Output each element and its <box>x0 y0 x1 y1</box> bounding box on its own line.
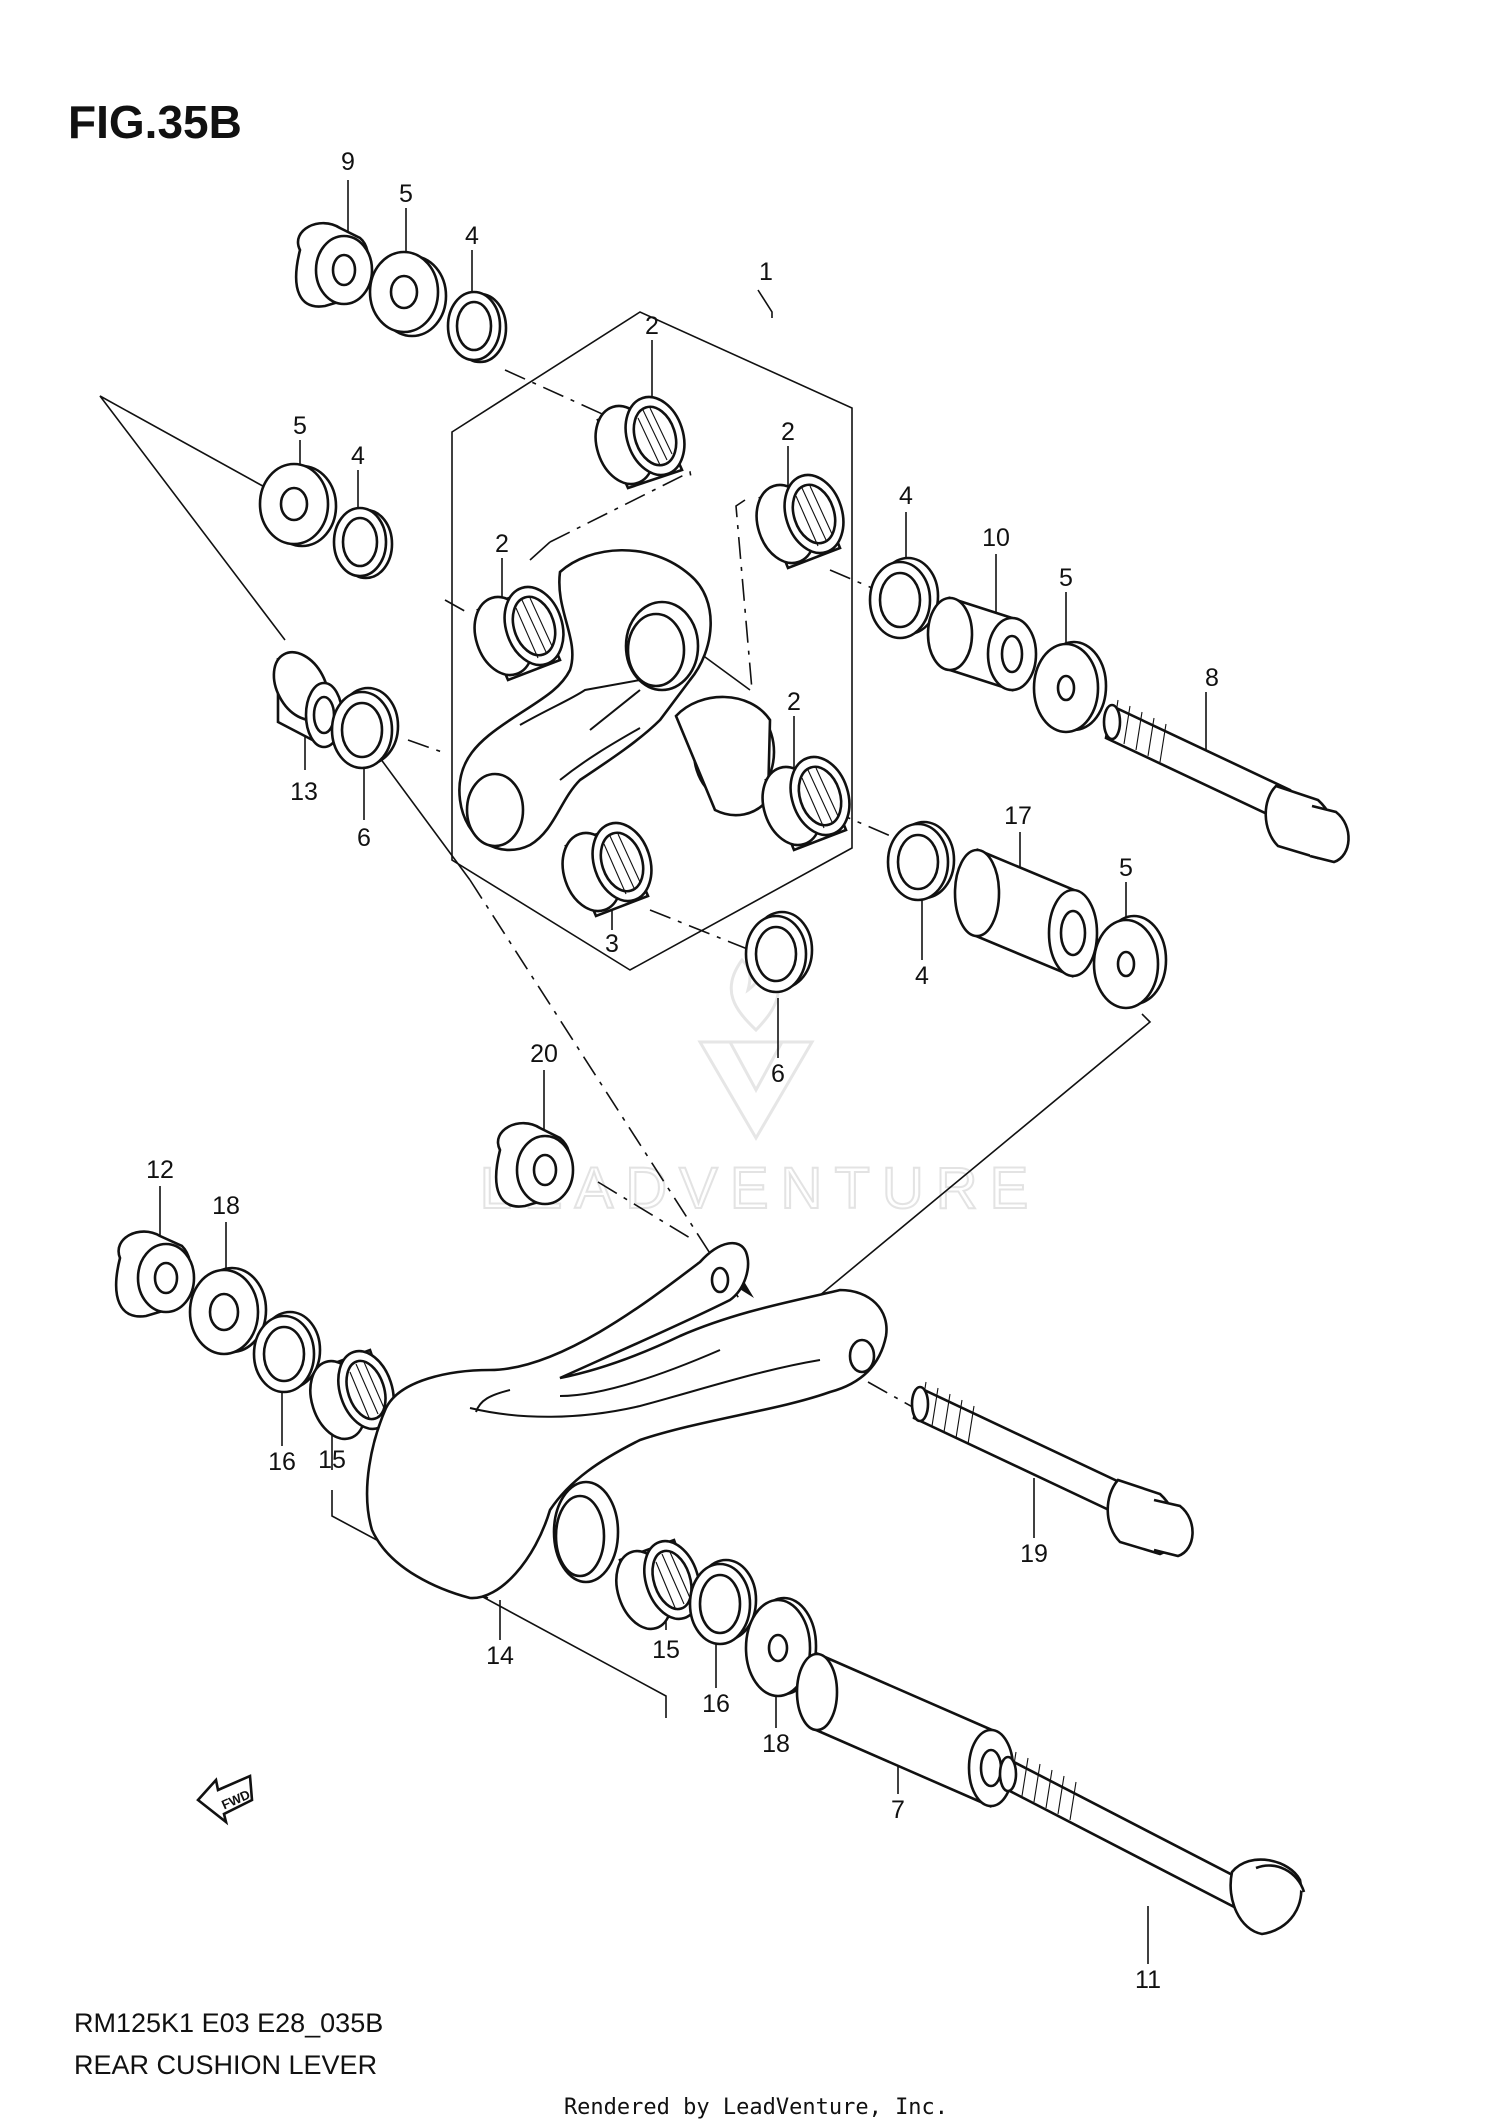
callout-20: 20 <box>530 1040 558 1068</box>
washer-5-top <box>368 250 448 338</box>
callout-15-right: 15 <box>652 1636 680 1664</box>
seal-6-center <box>744 910 814 994</box>
bearing-15-left <box>309 1348 395 1441</box>
bearing-2-top <box>594 395 686 490</box>
callout-8: 8 <box>1205 664 1219 692</box>
cushion-rod-1 <box>458 549 776 852</box>
bearing-2-right-top <box>755 473 845 570</box>
callout-1: 1 <box>759 258 773 286</box>
bolt-11 <box>998 1751 1306 1936</box>
callout-3: 3 <box>605 930 619 958</box>
callout-2-right-top: 2 <box>781 418 795 446</box>
assembly-box-1 <box>451 311 853 971</box>
spacer-7 <box>795 1652 1015 1808</box>
flange-nut-20 <box>494 1121 575 1208</box>
callout-7: 7 <box>891 1796 905 1824</box>
callout-2-right-lower: 2 <box>787 688 801 716</box>
callout-4-left: 4 <box>351 442 365 470</box>
model-code: RM125K1 E03 E28_035B <box>74 2008 383 2038</box>
callout-4-right-top: 4 <box>899 482 913 510</box>
washer-5-right-top <box>1032 640 1108 734</box>
spacer-10 <box>926 596 1038 692</box>
callout-9: 9 <box>341 148 355 176</box>
callout-5-right-top: 5 <box>1059 564 1073 592</box>
callout-16-left: 16 <box>268 1448 296 1476</box>
callout-16-right: 16 <box>702 1690 730 1718</box>
callout-2-top: 2 <box>645 312 659 340</box>
spacer-17 <box>953 848 1099 978</box>
seal-4-left <box>332 506 394 580</box>
callout-18-left: 18 <box>212 1192 240 1220</box>
callout-11: 11 <box>1135 1966 1161 1994</box>
callout-10: 10 <box>982 524 1010 552</box>
seal-4-right-top <box>868 556 940 640</box>
seal-4-right-lower <box>886 820 956 902</box>
flange-nut-9 <box>294 221 374 308</box>
seal-6-left <box>330 686 400 770</box>
callout-5-right-lower: 5 <box>1119 854 1133 882</box>
callout-5-top: 5 <box>399 180 413 208</box>
diagram-caption: REAR CUSHION LEVER <box>74 2050 377 2080</box>
callout-2-left: 2 <box>495 530 509 558</box>
washer-5-left <box>258 462 338 548</box>
callout-13: 13 <box>290 778 318 806</box>
callout-6-center: 6 <box>771 1060 785 1088</box>
callout-4-top: 4 <box>465 222 479 250</box>
callout-12: 12 <box>146 1156 174 1184</box>
callout-19: 19 <box>1020 1540 1048 1568</box>
callout-17: 17 <box>1004 802 1032 830</box>
rendered-by: Rendered by LeadVenture, Inc. <box>564 2095 948 2120</box>
bolt-19 <box>910 1381 1194 1558</box>
flange-nut-12 <box>114 1230 196 1318</box>
callouts: 9 5 4 1 2 5 4 2 4 10 5 2 8 13 6 2 17 5 3… <box>146 148 1219 1994</box>
bearing-2-left <box>473 585 565 682</box>
callout-5-left: 5 <box>293 412 307 440</box>
callout-15-left: 15 <box>318 1446 346 1474</box>
bearing-2-right-lower <box>761 755 851 852</box>
washer-18-left <box>188 1266 268 1356</box>
callout-18-right: 18 <box>762 1730 790 1758</box>
bearing-15-right <box>615 1538 701 1631</box>
callout-14: 14 <box>486 1642 514 1670</box>
washer-5-right-lower <box>1092 914 1168 1010</box>
figure-title: FIG.35B <box>68 96 242 148</box>
callout-6-left: 6 <box>357 824 371 852</box>
bearing-3 <box>561 821 653 918</box>
bolt-8 <box>1102 699 1350 864</box>
seal-4-top <box>446 290 508 364</box>
seal-16-left <box>252 1310 322 1394</box>
fwd-arrow-icon: FWD <box>196 1774 254 1826</box>
seal-16-right <box>688 1558 758 1646</box>
callout-4-right-lower: 4 <box>915 962 929 990</box>
spacer-13 <box>272 650 344 749</box>
cushion-lever-14 <box>365 1241 888 1600</box>
